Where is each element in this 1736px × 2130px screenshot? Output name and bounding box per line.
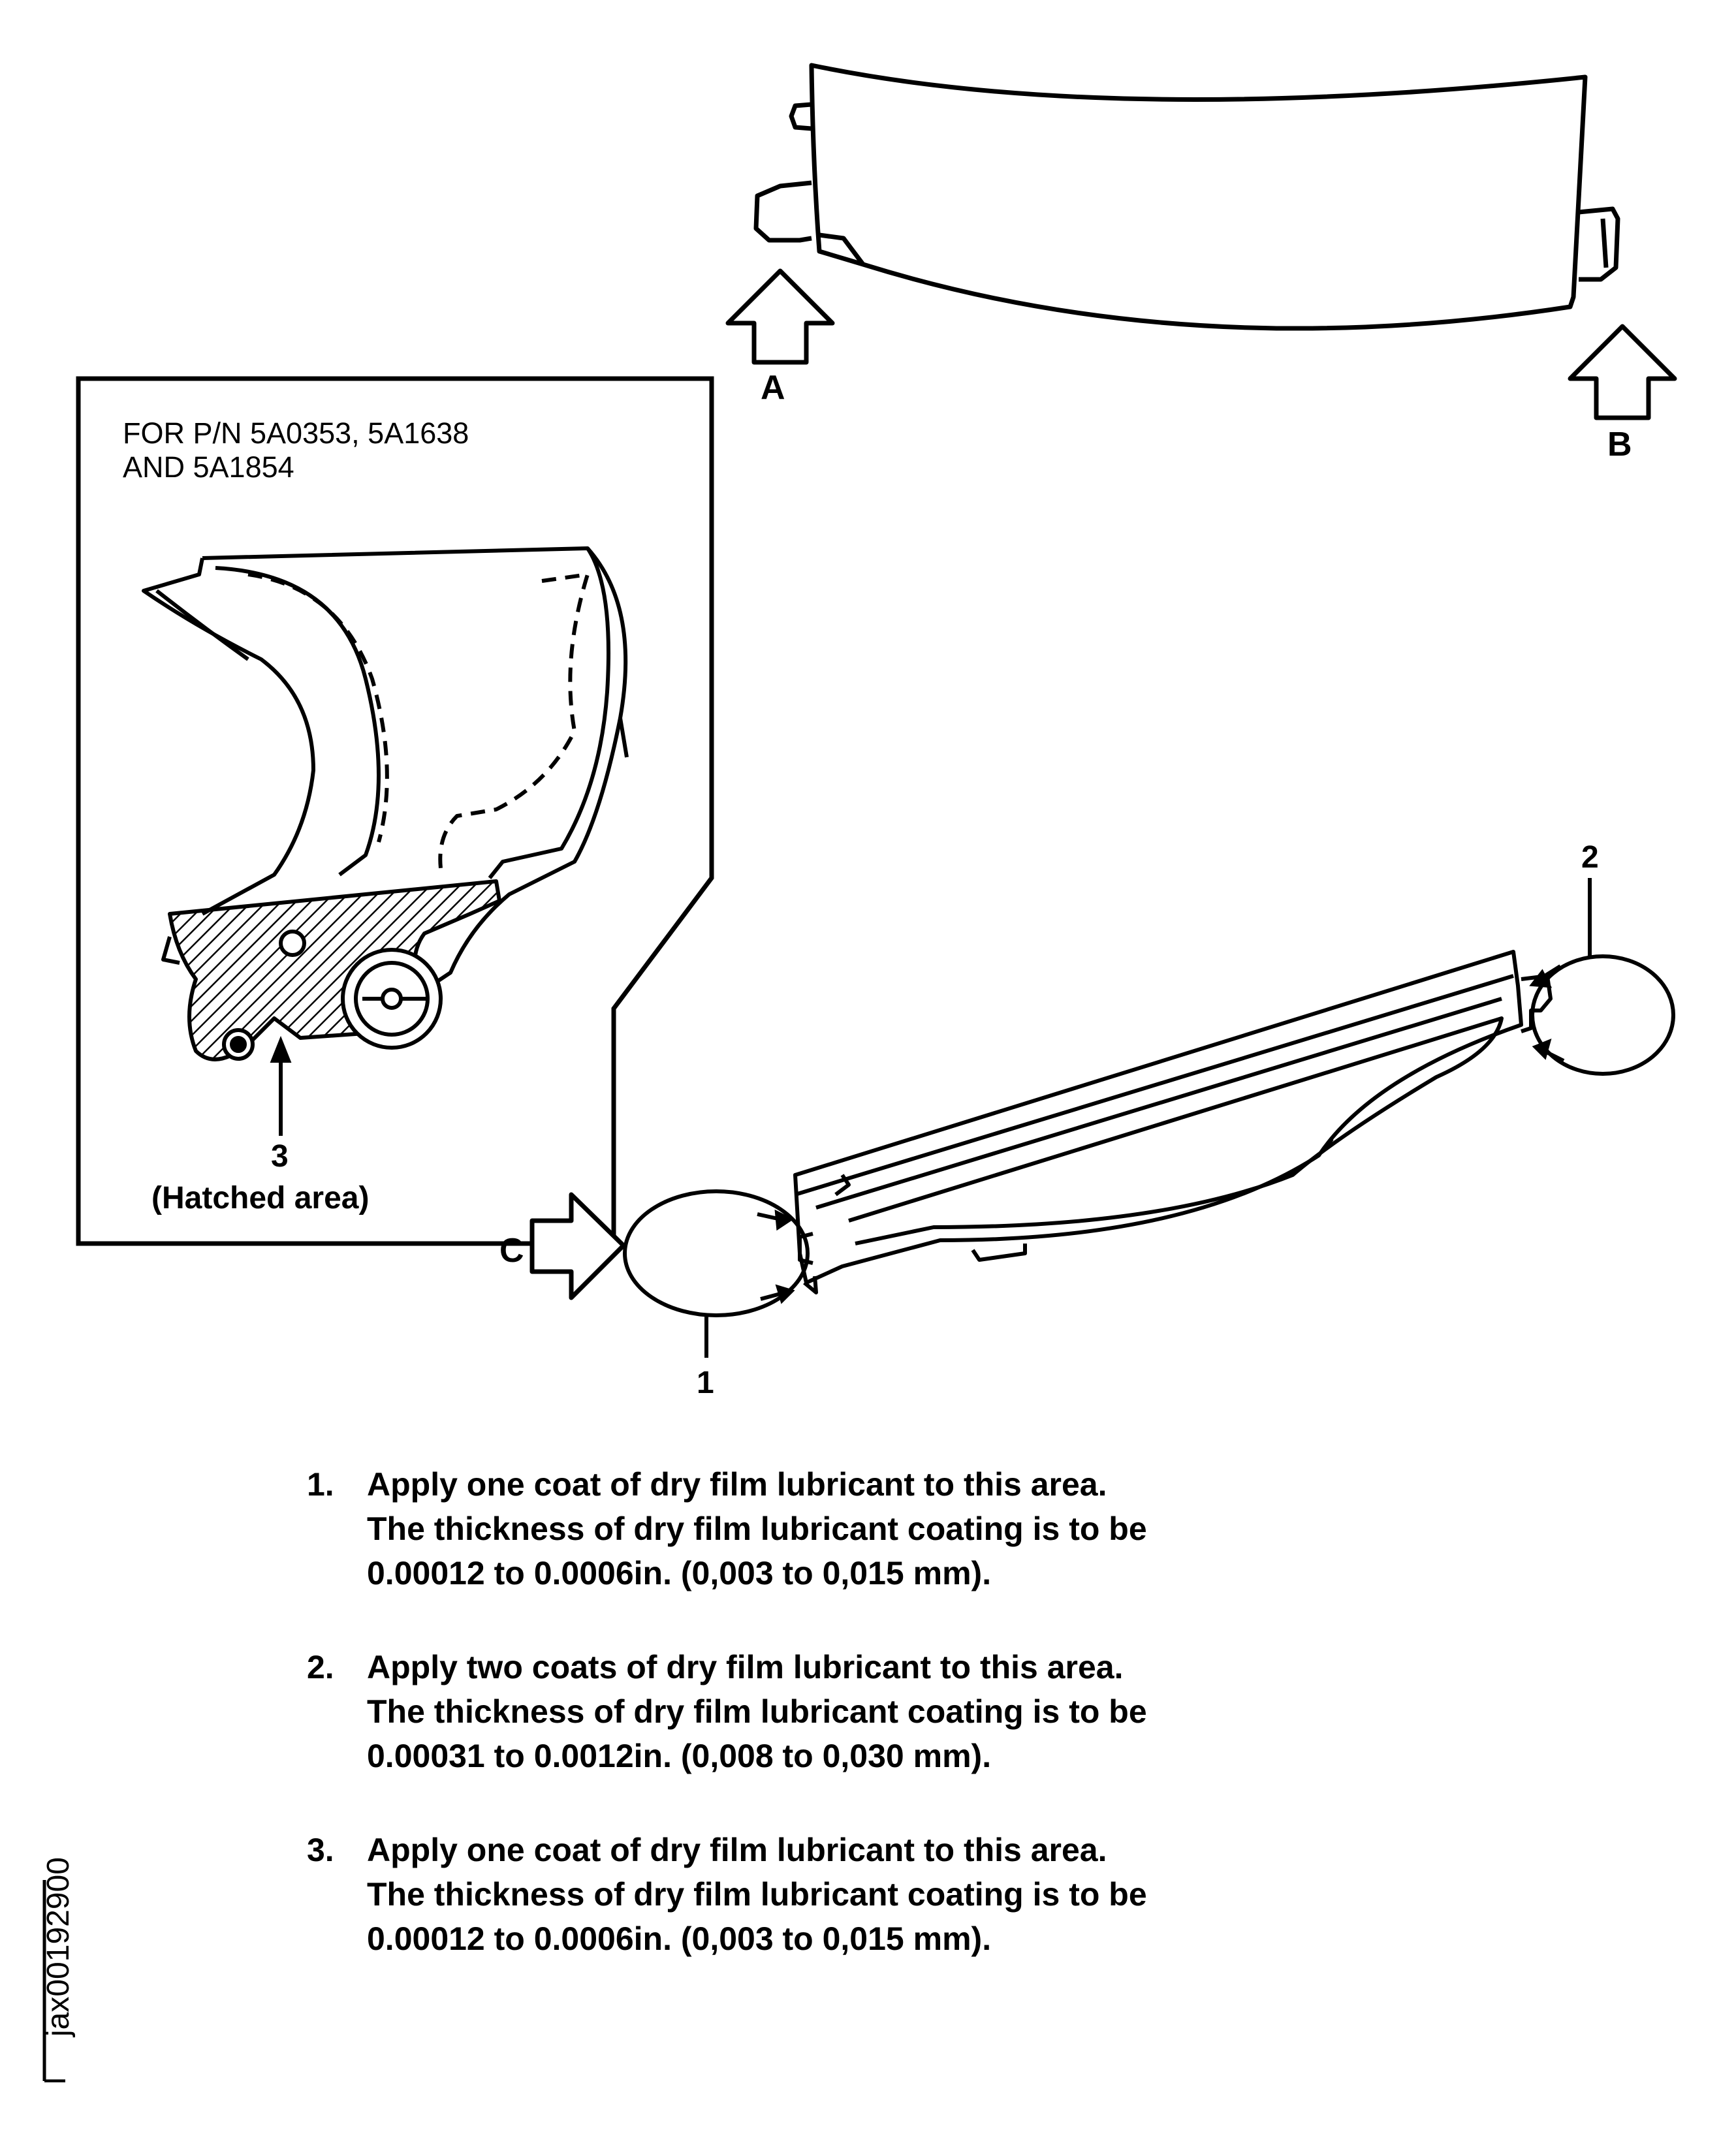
detail-2-ellipse bbox=[1529, 954, 1675, 1076]
note-line: The thickness of dry film lubricant coat… bbox=[367, 1511, 1147, 1547]
figure-reference: jax00192900 bbox=[41, 1857, 76, 2037]
note-line: 0.00012 to 0.0006in. (0,003 to 0,015 mm)… bbox=[367, 1920, 992, 1957]
detail-1-ellipse bbox=[623, 1189, 810, 1317]
inset-part-drawing bbox=[142, 546, 629, 1061]
inset-title: FOR P/N 5A0353, 5A1638 AND 5A1854 bbox=[123, 416, 469, 484]
note-line: Apply two coats of dry film lubricant to… bbox=[367, 1649, 1124, 1685]
note-line: The thickness of dry film lubricant coat… bbox=[367, 1693, 1147, 1730]
view-label-c: C bbox=[499, 1232, 524, 1270]
note-line: 0.00012 to 0.0006in. (0,003 to 0,015 mm)… bbox=[367, 1555, 992, 1591]
note-number: 2. bbox=[307, 1649, 334, 1685]
note-text: Apply one coat of dry film lubricant to … bbox=[367, 1828, 1365, 1961]
note-line: The thickness of dry film lubricant coat… bbox=[367, 1876, 1147, 1913]
view-arrow-c bbox=[529, 1192, 626, 1300]
panel-top-view bbox=[753, 63, 1620, 331]
note-line: 0.00031 to 0.0012in. (0,008 to 0,030 mm)… bbox=[367, 1738, 992, 1774]
note-number: 1. bbox=[307, 1466, 334, 1503]
hatched-area-caption: (Hatched area) bbox=[151, 1181, 370, 1215]
note-line: Apply one coat of dry film lubricant to … bbox=[367, 1466, 1107, 1503]
item-label-1: 1 bbox=[697, 1366, 714, 1400]
panel-side-view bbox=[793, 950, 1553, 1294]
view-arrow-a bbox=[725, 268, 835, 365]
leader-3 bbox=[270, 1035, 292, 1136]
view-arrow-b bbox=[1568, 324, 1677, 420]
item-label-2: 2 bbox=[1581, 840, 1599, 875]
item-label-3: 3 bbox=[271, 1139, 289, 1174]
view-label-a: A bbox=[761, 369, 785, 407]
note-text: Apply one coat of dry film lubricant to … bbox=[367, 1462, 1365, 1595]
note-line: Apply one coat of dry film lubricant to … bbox=[367, 1832, 1107, 1868]
note-text: Apply two coats of dry film lubricant to… bbox=[367, 1645, 1365, 1778]
inset-frame bbox=[76, 376, 714, 1246]
view-label-b: B bbox=[1607, 426, 1632, 463]
inset-title-line1: FOR P/N 5A0353, 5A1638 bbox=[123, 416, 469, 450]
figure-ref-bracket bbox=[42, 1880, 65, 2082]
inset-title-line2: AND 5A1854 bbox=[123, 450, 294, 484]
note-number: 3. bbox=[307, 1832, 334, 1868]
